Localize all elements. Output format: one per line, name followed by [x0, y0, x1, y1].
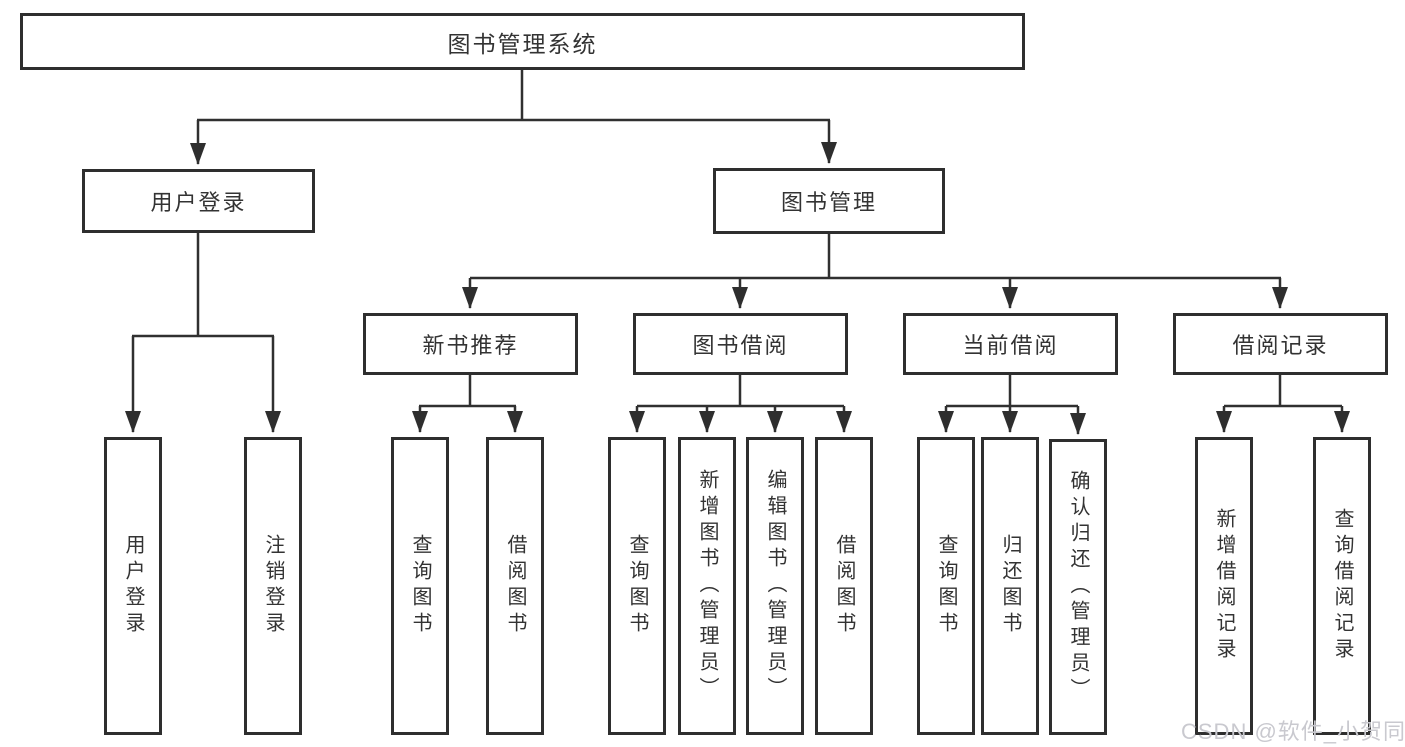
- leaf-borrow-books-1: 借阅图书: [486, 437, 544, 735]
- node-book-management: 图书管理: [713, 168, 945, 234]
- leaf-edit-books-admin: 编辑图书（管理员）: [746, 437, 804, 735]
- leaf-label: 借阅图书: [504, 534, 526, 638]
- leaf-label: 注销登录: [262, 534, 284, 638]
- leaf-label: 查询图书: [626, 534, 648, 638]
- leaf-query-books-2: 查询图书: [608, 437, 666, 735]
- leaf-label: 确认归还（管理员）: [1067, 470, 1089, 704]
- leaf-query-books-3: 查询图书: [917, 437, 975, 735]
- leaf-label: 用户登录: [122, 534, 144, 638]
- leaf-logout: 注销登录: [244, 437, 302, 735]
- leaf-label: 查询图书: [935, 534, 957, 638]
- node-current-borrowing: 当前借阅: [903, 313, 1118, 375]
- leaf-label: 新增图书（管理员）: [696, 469, 718, 703]
- leaf-label: 编辑图书（管理员）: [764, 469, 786, 703]
- leaf-add-books-admin: 新增图书（管理员）: [678, 437, 736, 735]
- leaf-return-books: 归还图书: [981, 437, 1039, 735]
- csdn-watermark: CSDN @软件_小贺同学: [1181, 719, 1405, 744]
- leaf-user-login: 用户登录: [104, 437, 162, 735]
- leaf-query-books-1: 查询图书: [391, 437, 449, 735]
- leaf-label: 查询借阅记录: [1331, 508, 1353, 664]
- node-library-management-system: 图书管理系统: [20, 13, 1025, 70]
- leaf-label: 新增借阅记录: [1213, 508, 1235, 664]
- leaf-query-borrow-record: 查询借阅记录: [1313, 437, 1371, 735]
- leaf-add-borrow-record: 新增借阅记录: [1195, 437, 1253, 735]
- node-book-borrowing: 图书借阅: [633, 313, 848, 375]
- leaf-borrow-books-2: 借阅图书: [815, 437, 873, 735]
- leaf-label: 借阅图书: [833, 534, 855, 638]
- leaf-label: 归还图书: [999, 534, 1021, 638]
- node-new-book-recommend: 新书推荐: [363, 313, 578, 375]
- node-user-login: 用户登录: [82, 169, 315, 233]
- node-borrow-records: 借阅记录: [1173, 313, 1388, 375]
- leaf-label: 查询图书: [409, 534, 431, 638]
- leaf-confirm-return-admin: 确认归还（管理员）: [1049, 439, 1107, 735]
